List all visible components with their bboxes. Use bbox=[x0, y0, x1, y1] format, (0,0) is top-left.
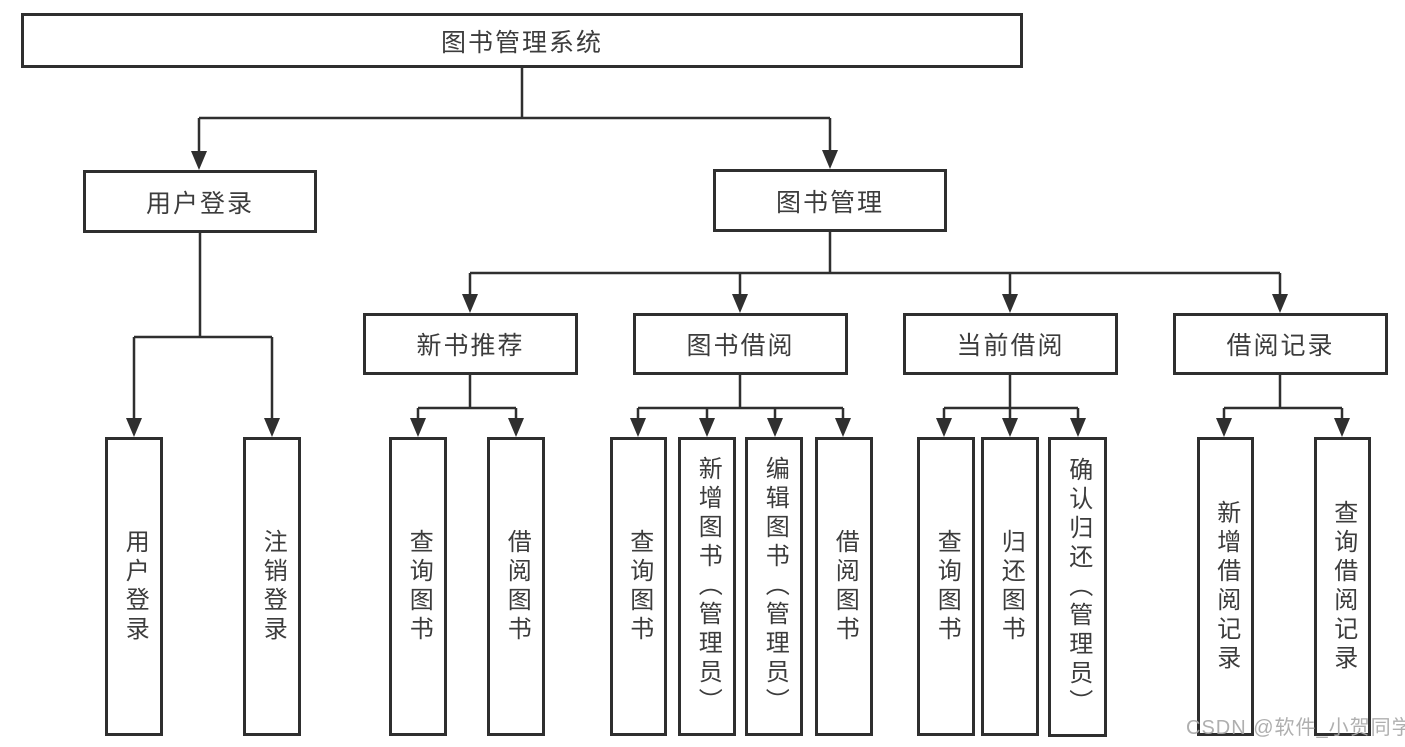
node-label: 借阅图书 bbox=[503, 528, 531, 645]
connector-path bbox=[132, 67, 1344, 424]
node-current-borrowing: 当前借阅 bbox=[903, 313, 1118, 375]
node-label: 图书借阅 bbox=[686, 332, 795, 360]
node-label: 借阅图书 bbox=[831, 528, 859, 645]
node-borrowing-records: 借阅记录 bbox=[1173, 313, 1388, 375]
node-label: 确认归还（管理员） bbox=[1064, 456, 1092, 718]
arrowheads bbox=[126, 150, 1350, 437]
leaf-query-books-2: 查询图书 bbox=[610, 437, 667, 736]
leaf-borrow-books-1: 借阅图书 bbox=[487, 437, 545, 736]
node-label: 查询图书 bbox=[933, 528, 961, 645]
node-label: 图书管理 bbox=[775, 188, 884, 217]
node-label: 新增借阅记录 bbox=[1212, 499, 1240, 674]
node-label: 查询图书 bbox=[405, 528, 433, 645]
node-label: 编辑图书（管理员） bbox=[761, 456, 789, 717]
node-label: 注销登录 bbox=[259, 528, 287, 645]
node-label: 用户登录 bbox=[121, 528, 149, 645]
leaf-confirm-return-admin: 确认归还（管理员） bbox=[1048, 437, 1107, 737]
node-user-login: 用户登录 bbox=[83, 170, 317, 233]
leaf-add-books-admin: 新增图书（管理员） bbox=[678, 437, 736, 736]
csdn-watermark: CSDN @软件_小贺同学 bbox=[1186, 717, 1405, 739]
leaf-logout: 注销登录 bbox=[243, 437, 301, 736]
leaf-query-books-1: 查询图书 bbox=[389, 437, 447, 736]
leaf-add-borrow-record: 新增借阅记录 bbox=[1197, 437, 1254, 736]
node-label: 新书推荐 bbox=[416, 332, 525, 360]
leaf-edit-books-admin: 编辑图书（管理员） bbox=[745, 437, 803, 736]
leaf-user-login: 用户登录 bbox=[105, 437, 163, 736]
node-label: 当前借阅 bbox=[956, 332, 1065, 360]
node-label: 用户登录 bbox=[145, 189, 254, 218]
node-new-book-recommendation: 新书推荐 bbox=[363, 313, 578, 375]
node-label: 借阅记录 bbox=[1226, 332, 1335, 360]
node-label: 查询图书 bbox=[625, 528, 653, 645]
node-label: 图书管理系统 bbox=[440, 28, 603, 57]
node-label: 归还图书 bbox=[997, 528, 1025, 645]
node-library-management-system: 图书管理系统 bbox=[21, 13, 1023, 68]
leaf-borrow-books-2: 借阅图书 bbox=[815, 437, 873, 736]
node-label: 新增图书（管理员） bbox=[694, 456, 722, 717]
leaf-query-books-3: 查询图书 bbox=[917, 437, 975, 736]
leaf-query-borrow-record: 查询借阅记录 bbox=[1314, 437, 1371, 736]
node-book-borrowing: 图书借阅 bbox=[633, 313, 848, 375]
node-book-management: 图书管理 bbox=[713, 169, 947, 232]
node-label: 查询借阅记录 bbox=[1329, 499, 1357, 674]
leaf-return-books: 归还图书 bbox=[981, 437, 1039, 736]
